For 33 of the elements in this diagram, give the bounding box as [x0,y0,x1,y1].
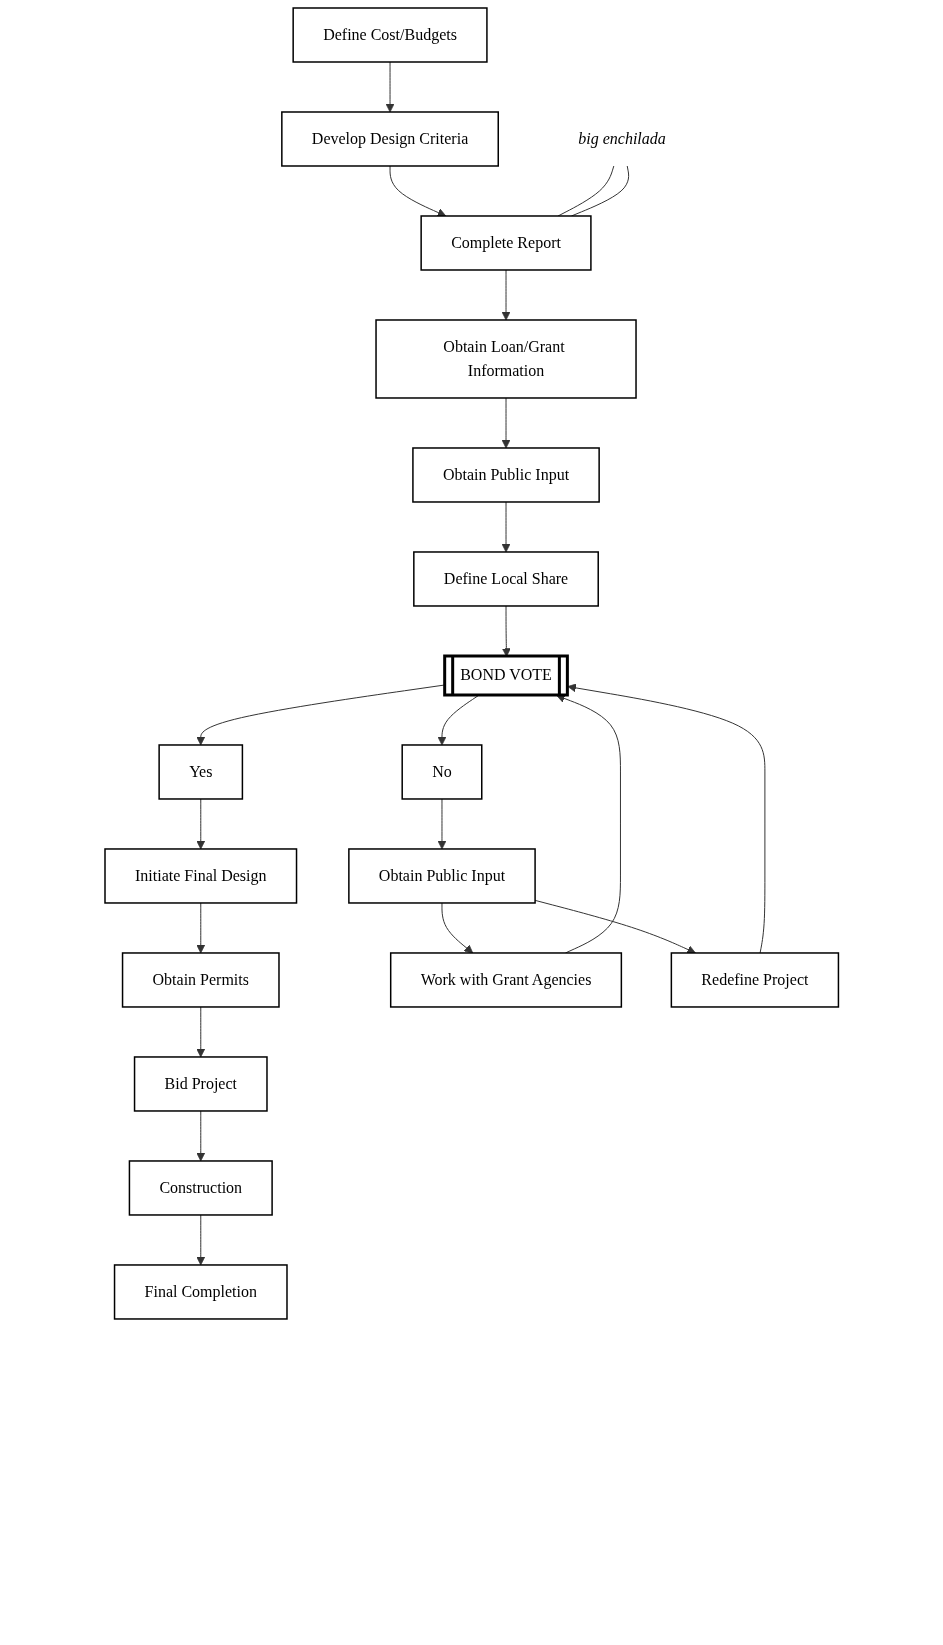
arrow [389,165,446,217]
arrow [196,1006,205,1058]
arrow [567,683,766,954]
node-box: Yes [158,744,243,800]
arrow [196,1214,205,1266]
arrow [501,501,511,553]
arrow [196,902,205,954]
node-box: Bid Project [133,1056,268,1112]
node-box: Obtain Permits [121,952,280,1008]
arrow [437,798,447,850]
arrow [385,61,395,113]
node-box: Work with Grant Agencies [389,952,622,1008]
node-text: big enchilada [578,130,666,147]
node-box: Final Completion [113,1264,288,1320]
node-box: Obtain Public Input [347,848,536,904]
node-box: Initiate Final Design [104,848,298,904]
node-box: Obtain Loan/Grant Information [375,319,637,399]
arrow [441,902,473,954]
arrow [501,397,511,449]
node-box: No [401,744,483,800]
node-box: Obtain Public Input [411,447,600,503]
arrow [196,798,205,850]
node-box: Define Cost/Budgets [292,7,488,63]
arrow [437,695,479,746]
node-box: Define Local Share [412,551,599,607]
node-box: Redefine Project [670,952,839,1008]
arrow [534,899,696,954]
arrow [501,269,511,321]
node-box: Complete Report [420,215,592,271]
node-box: Construction [128,1160,273,1216]
arrow [196,1110,205,1162]
node-box: Develop Design Criteria [280,111,499,167]
arrow [556,694,621,954]
